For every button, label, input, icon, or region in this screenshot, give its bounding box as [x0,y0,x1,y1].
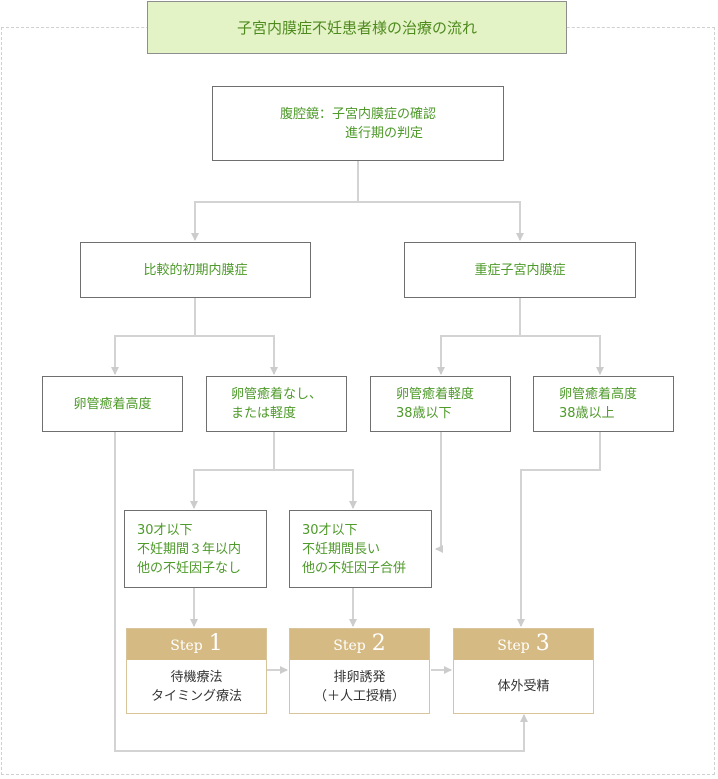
step-3-text: 体外受精 [497,679,550,694]
step-3-box: Step 3 体外受精 [453,628,594,714]
connector-tubehigh-to-step3 [114,432,528,752]
step-1-number: 1 [208,631,223,656]
step-1-box: Step 1 待機療法 タイミング療法 [126,628,267,714]
node-tube-adhesion-high: 卵管癒着高度 [42,376,183,432]
page-title: 子宮内膜症不妊患者様の治療の流れ [147,1,567,54]
node-under30-short-text: 30才以下 不妊期間３年以内 他の不妊因子なし [137,522,242,576]
connector-high38-to-step3 [517,432,601,627]
connector-to-tube-none [195,335,278,375]
step-2-word: Step [333,638,366,654]
node-tube-none-text: 卵管癒着なし、 または軽度 [231,387,323,421]
connector-to-early [191,201,358,241]
node-under30-short-infertility: 30才以下 不妊期間３年以内 他の不妊因子なし [124,510,267,588]
node-tube-high38-text: 卵管癒着高度 38歳以上 [559,387,638,421]
step-2-header: Step 2 [290,629,429,660]
step-2-text: 排卵誘発 （＋人工授精） [313,669,405,704]
step-3-number: 3 [535,631,550,656]
node-tube-mild38-text: 卵管癒着軽度 38歳以下 [396,387,475,421]
node-tube-high-text: 卵管癒着高度 [73,396,152,412]
node-tube-adhesion-high-38: 卵管癒着高度 38歳以上 [533,376,674,432]
node-early-endometriosis: 比較的初期内膜症 [80,242,311,298]
node-laparoscopy-text: 腹腔鏡：子宮内膜症の確認 進行期の判定 [279,106,436,141]
node-severe-text: 重症子宮内膜症 [474,262,566,278]
connector-to-tube-high38 [520,335,604,375]
node-under30-long-text: 30才以下 不妊期間長い 他の不妊因子合併 [302,522,407,576]
connector-to-tube-mild38 [437,335,520,375]
connector-to-under30-long [274,469,357,509]
connector-mild38-to-long [435,432,443,553]
node-tube-adhesion-mild-38: 卵管癒着軽度 38歳以下 [370,376,511,432]
connector-to-under30-short [190,469,274,509]
step-3-header: Step 3 [454,629,593,660]
node-tube-adhesion-none-mild: 卵管癒着なし、 または軽度 [206,376,347,432]
step-1-word: Step [170,638,203,654]
node-under30-long-infertility: 30才以下 不妊期間長い 他の不妊因子合併 [289,510,432,588]
step-2-box: Step 2 排卵誘発 （＋人工授精） [289,628,430,714]
connector-to-severe [358,201,524,241]
step-2-number: 2 [371,631,386,656]
node-laparoscopy: 腹腔鏡：子宮内膜症の確認 進行期の判定 [212,86,504,161]
step-1-text: 待機療法 タイミング療法 [150,669,242,704]
step-3-word: Step [497,638,530,654]
step-1-header: Step 1 [127,629,266,660]
node-early-text: 比較的初期内膜症 [143,262,248,278]
node-severe-endometriosis: 重症子宮内膜症 [404,242,636,298]
connector-to-tube-high [111,335,195,375]
